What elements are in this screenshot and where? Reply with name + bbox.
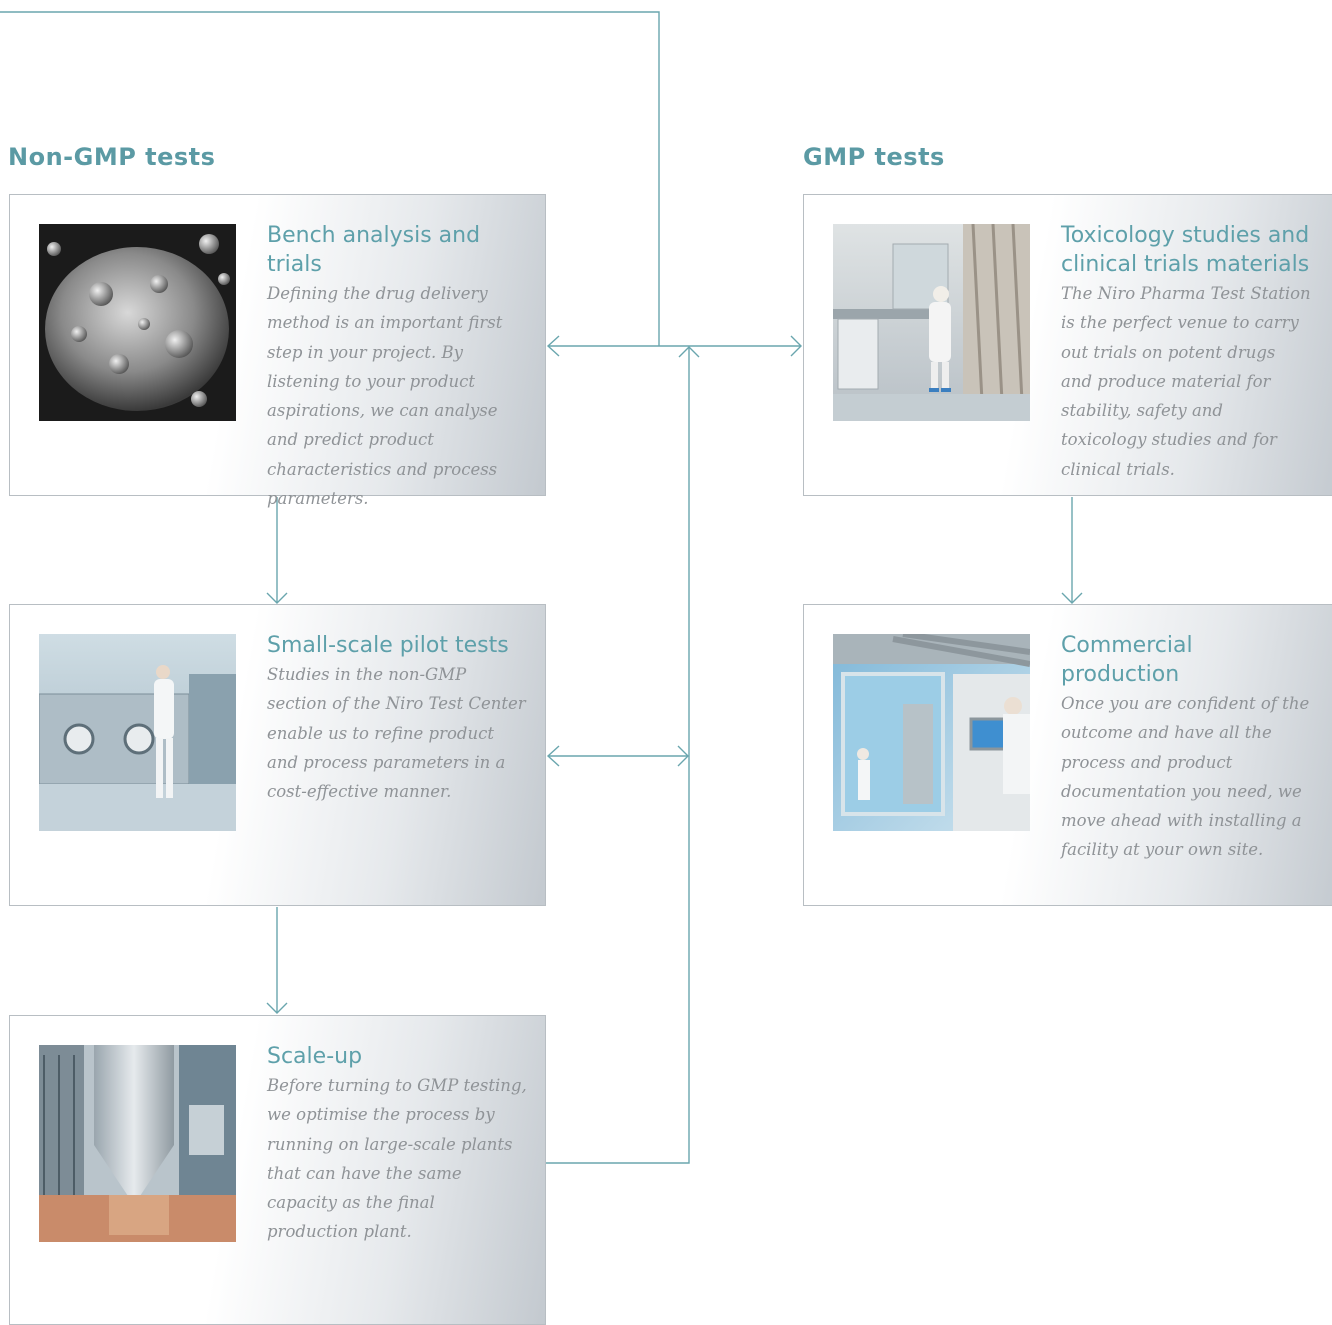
gmp-heading: GMP tests [803, 143, 945, 171]
top-frame-line [0, 11, 660, 346]
commercial-body: Once you are confident of the outcome an… [1061, 694, 1310, 860]
pilot-body: Studies in the non-GMP section of the Ni… [267, 665, 526, 802]
pilot-title: Small-scale pilot tests [267, 633, 509, 658]
arrow-head-right-toxicology [790, 335, 802, 357]
bench-photo [39, 224, 236, 421]
commercial-photo [833, 634, 1030, 831]
arrow-head-down-commercial [1061, 592, 1083, 604]
arrow-head-left-pilot [546, 745, 560, 767]
toxicology-title: Toxicology studies and clinical trials m… [1061, 223, 1310, 277]
toxicology-card: Toxicology studies and clinical trials m… [803, 194, 1332, 496]
toxicology-body: The Niro Pharma Test Station is the perf… [1061, 284, 1311, 479]
scaleup-title: Scale-up [267, 1044, 363, 1069]
scale-up-card: Scale-up Before turning to GMP testing, … [9, 1015, 546, 1325]
commercial-production-card: Commercial production Once you are confi… [803, 604, 1332, 906]
toxicology-photo [833, 224, 1030, 421]
pilot-photo [39, 634, 236, 831]
bench-title: Bench analysis and trials [267, 223, 481, 277]
bench-body: Defining the drug delivery method is an … [267, 284, 503, 509]
commercial-title: Commercial production [1061, 633, 1193, 687]
toxicology-text: Toxicology studies and clinical trials m… [1061, 221, 1311, 484]
arrow-head-up [678, 346, 700, 358]
commercial-text: Commercial production Once you are confi… [1061, 631, 1311, 865]
pilot-tests-card: Small-scale pilot tests Studies in the n… [9, 604, 546, 906]
arrow-head-down-scaleup [266, 1002, 288, 1014]
non-gmp-heading: Non-GMP tests [8, 143, 216, 171]
scaleup-photo [39, 1045, 236, 1242]
arrow-head-left-bench [546, 335, 560, 357]
scaleup-body: Before turning to GMP testing, we optimi… [267, 1076, 527, 1242]
scaleup-text: Scale-up Before turning to GMP testing, … [267, 1042, 527, 1247]
bench-analysis-card: Bench analysis and trials Defining the d… [9, 194, 546, 508]
pilot-text: Small-scale pilot tests Studies in the n… [267, 631, 527, 806]
bench-text: Bench analysis and trials Defining the d… [267, 221, 527, 513]
arrow-head-down-pilot [266, 592, 288, 604]
arrow-head-right-pilot [677, 745, 689, 767]
scaleup-return-line [546, 347, 690, 1164]
